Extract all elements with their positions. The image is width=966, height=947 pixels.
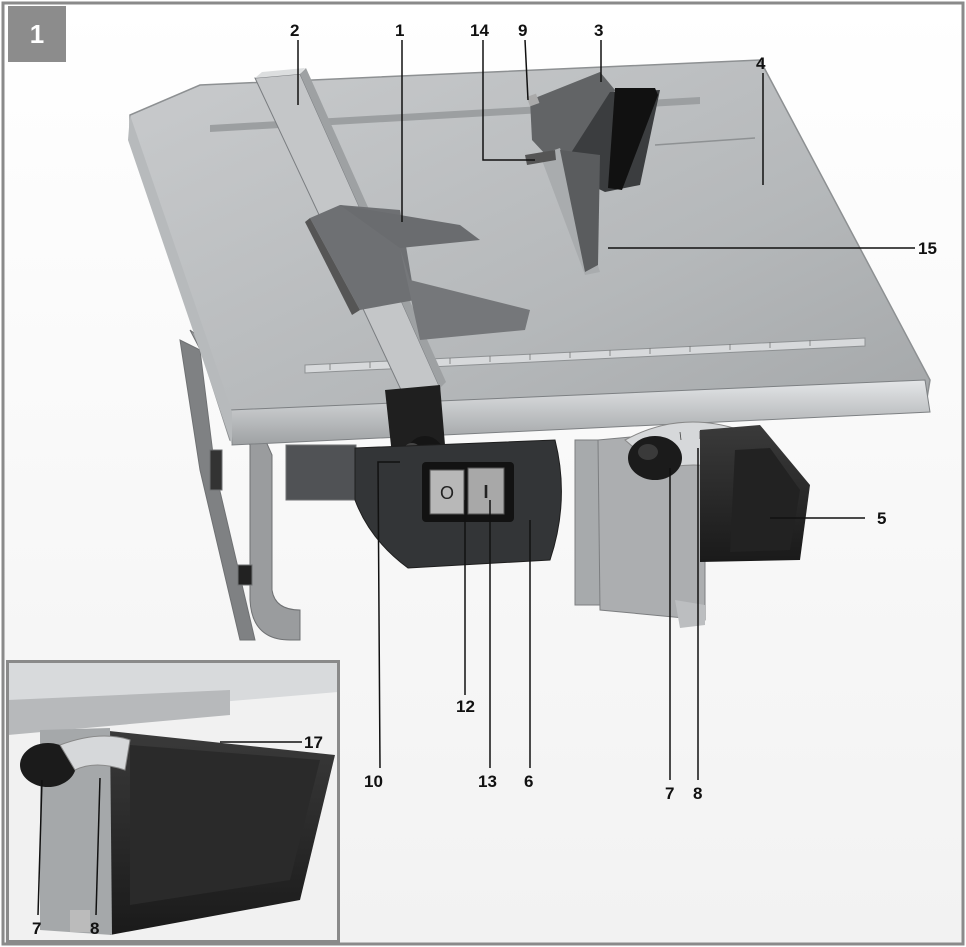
callout-1: 1 — [395, 21, 405, 40]
inset-photo — [8, 662, 338, 941]
callout-3: 3 — [594, 21, 604, 40]
callout-2: 2 — [290, 21, 300, 40]
callout-17: 17 — [304, 733, 323, 752]
callout-14: 14 — [470, 21, 489, 40]
callout-9: 9 — [518, 21, 528, 40]
parallel-fence — [254, 68, 530, 480]
leader-lines — [37, 39, 915, 916]
figure-number: 1 — [29, 18, 45, 49]
support-column — [574, 429, 706, 628]
callout-15: 15 — [918, 239, 937, 258]
callout-8: 8 — [693, 784, 703, 803]
callout-10: 10 — [364, 772, 383, 791]
switch-off-symbol: O — [440, 483, 454, 503]
inset-callout-7: 7 — [32, 919, 42, 938]
water-tray — [700, 425, 810, 562]
callout-13: 13 — [478, 772, 497, 791]
callout-7: 7 — [665, 784, 675, 803]
callout-12: 12 — [456, 697, 475, 716]
switch-on-symbol: I — [483, 482, 488, 502]
blade-guard — [525, 72, 660, 275]
motor-housing: O I — [354, 439, 562, 569]
callout-5: 5 — [877, 509, 887, 528]
inset-callout-8: 8 — [90, 919, 100, 938]
callout-4: 4 — [756, 54, 766, 73]
inset-border — [6, 660, 340, 943]
stand — [179, 329, 357, 641]
figure-number-badge: 1 — [8, 6, 66, 62]
callout-6: 6 — [524, 772, 534, 791]
